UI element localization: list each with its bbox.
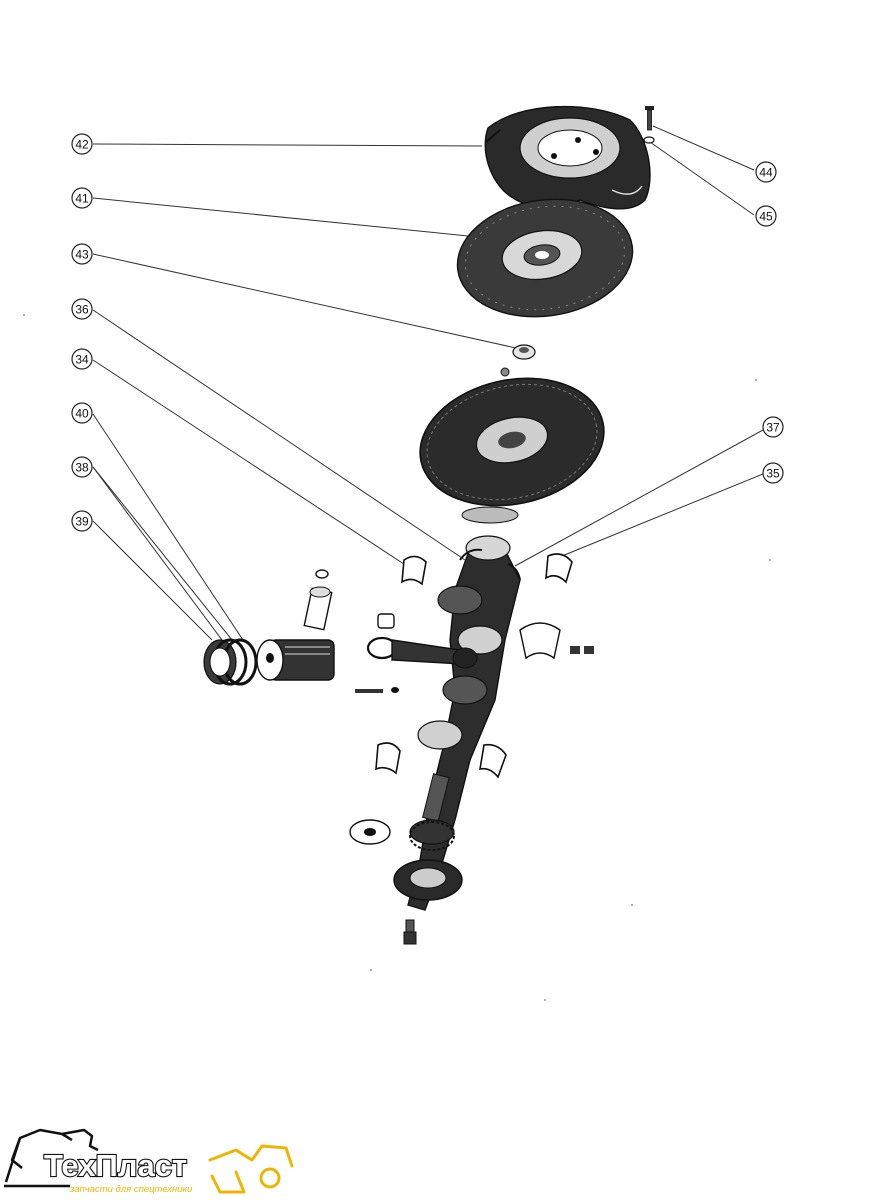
callout-38: 38 <box>71 456 93 478</box>
leader-38a <box>92 466 233 641</box>
callout-label: 45 <box>759 210 773 224</box>
crankshaft-part <box>393 535 521 945</box>
excavator-icon <box>4 1128 99 1188</box>
callout-label: 39 <box>75 515 89 529</box>
callout-label: 40 <box>75 407 89 421</box>
callout-44: 44 <box>755 161 777 183</box>
washer-part-45 <box>643 136 655 144</box>
connecting-rod-part <box>355 636 478 693</box>
callout-label: 38 <box>75 461 89 475</box>
timing-gear-part <box>409 821 455 851</box>
leader-41 <box>92 197 469 237</box>
logo-tagline: запчасти для спецтехники <box>69 1184 193 1195</box>
bearing-part-43 <box>512 344 536 360</box>
piston-rings-part-38-39-40 <box>203 638 258 686</box>
loader-icon <box>208 1144 294 1194</box>
callout-40: 40 <box>71 402 93 424</box>
leader-44 <box>652 125 755 171</box>
leader-42 <box>92 143 483 147</box>
scan-specks <box>23 314 771 1001</box>
callout-label: 44 <box>759 166 773 180</box>
leader-43 <box>92 253 517 349</box>
callout-36: 36 <box>71 298 93 320</box>
callout-35: 35 <box>762 462 784 484</box>
callout-41: 41 <box>71 187 93 209</box>
callout-34: 34 <box>71 348 93 370</box>
callout-45: 45 <box>755 205 777 227</box>
callout-label: 35 <box>766 467 780 481</box>
leader-35 <box>561 473 764 557</box>
callout-label: 36 <box>75 303 89 317</box>
bolt-part-44 <box>645 106 654 131</box>
callout-label: 37 <box>766 421 780 435</box>
bearing-shell-lower-right <box>479 743 507 779</box>
leader-39 <box>92 520 213 641</box>
callout-label: 34 <box>75 353 89 367</box>
timing-plate-part <box>349 819 391 845</box>
thrust-washer-part-37 <box>507 563 521 581</box>
flywheel-part <box>419 367 605 524</box>
leader-45 <box>649 141 755 216</box>
leader-34 <box>92 359 411 569</box>
logo-brand: ТехПласт <box>44 1148 187 1183</box>
bearing-shell-part-34 <box>401 555 427 586</box>
clutch-disc-part-41 <box>456 198 634 318</box>
callout-label: 41 <box>75 192 89 206</box>
leader-lines <box>92 125 764 641</box>
circlip-part <box>315 569 329 579</box>
leader-37 <box>514 429 764 567</box>
callout-label: 43 <box>75 248 89 262</box>
bearing-shell-lower-left <box>375 742 401 775</box>
leader-38b <box>92 466 223 641</box>
piston-pin-part <box>303 586 333 631</box>
callout-39: 39 <box>71 510 93 532</box>
leader-36 <box>92 309 466 561</box>
callout-37: 37 <box>762 416 784 438</box>
piston-part <box>256 639 335 681</box>
clutch-cover-part-42 <box>484 105 651 210</box>
leader-40 <box>92 413 244 641</box>
thrust-washer-part-36 <box>459 548 483 561</box>
callout-42: 42 <box>71 133 93 155</box>
techplast-logo: ТехПласт запчасти для спецтехники <box>4 1128 294 1195</box>
callout-43: 43 <box>71 243 93 265</box>
bearing-insert-small <box>377 613 395 629</box>
callout-label: 42 <box>75 138 89 152</box>
bearing-shell-part-35 <box>545 553 573 584</box>
rod-cap-part <box>519 622 594 660</box>
